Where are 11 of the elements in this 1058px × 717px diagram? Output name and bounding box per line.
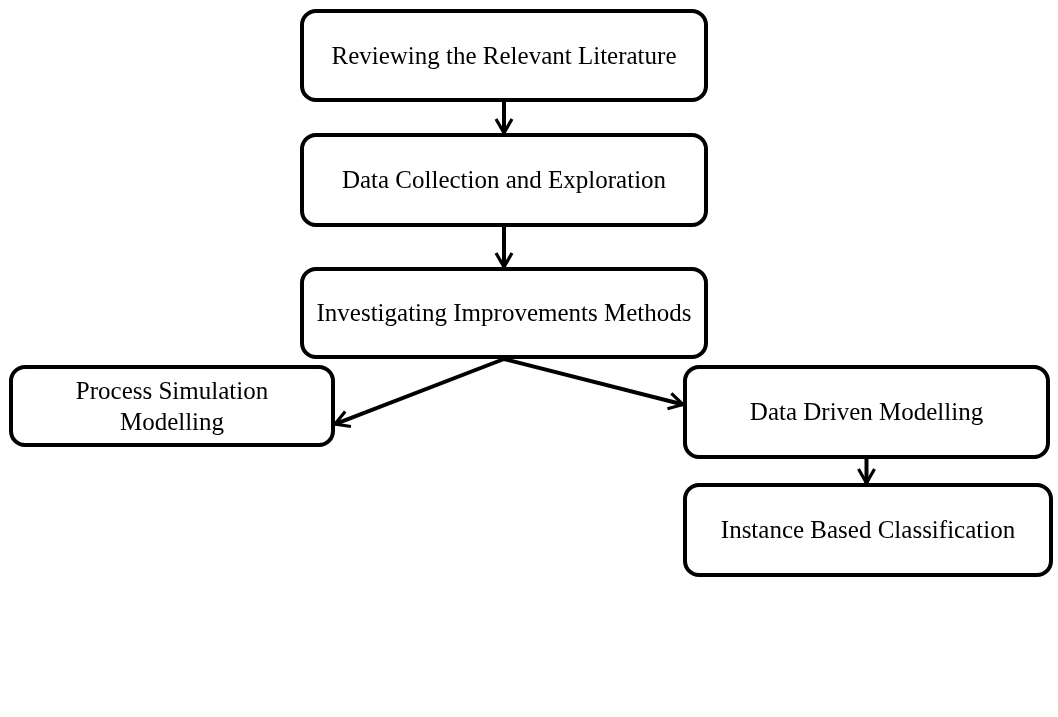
process-box: Instance Based Classification <box>683 483 1053 577</box>
arrow <box>494 227 514 269</box>
arrow <box>333 357 505 429</box>
process-box: Investigating Improvements Methods <box>300 267 708 359</box>
process-box: Reviewing the Relevant Literature <box>300 9 708 102</box>
process-box: Data Driven Modelling <box>683 365 1050 459</box>
process-box: Process Simulation Modelling <box>9 365 335 447</box>
arrow <box>856 459 877 485</box>
arrow <box>494 102 514 135</box>
arrow <box>503 357 685 411</box>
process-box: Data Collection and Exploration <box>300 133 708 227</box>
